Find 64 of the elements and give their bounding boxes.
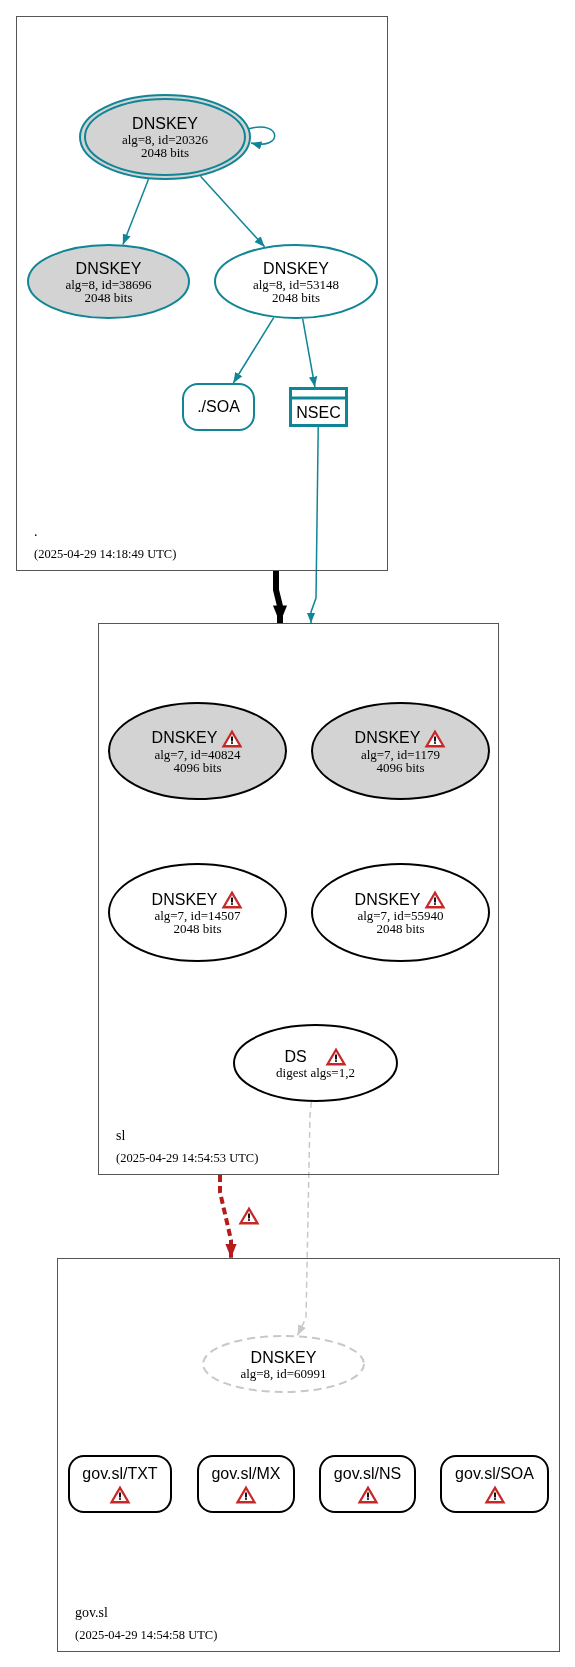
rrset-box [197, 1455, 295, 1513]
ds-ellipse [233, 1024, 398, 1102]
dnskey-ellipse [202, 1335, 365, 1393]
dnskey-ellipse [214, 244, 378, 319]
key-details: alg=7, id=14507 [154, 909, 241, 922]
key-details: 4096 bits [376, 760, 425, 774]
record-type: DNSKEY [151, 890, 218, 909]
record-type: DNSKEY [132, 115, 198, 133]
key-details: 2048 bits [271, 290, 320, 304]
arrow [122, 178, 150, 246]
key-details: alg=7, id=1179 [360, 747, 441, 761]
record-type: NSEC [296, 404, 341, 422]
arrow [199, 175, 266, 248]
zone-name: gov.sl [75, 1605, 109, 1621]
dnskey-ellipse [108, 702, 287, 800]
record-type: gov.sl/NS [333, 1464, 402, 1483]
record-type: gov.sl/SOA [455, 1464, 534, 1483]
zone-name: . [34, 524, 39, 540]
record-type: DNSKEY [354, 729, 421, 747]
key-details: alg=7, id=55940 [357, 909, 444, 922]
arrow [272, 571, 288, 623]
timestamp: (2025-04-29 14:18:49 UTC) [34, 547, 177, 561]
arrow [247, 126, 276, 149]
key-details: 4096 bits [173, 760, 222, 774]
dnskey-ellipse [27, 244, 190, 319]
key-details: 2048 bits [84, 290, 133, 304]
key-details: alg=8, id=20326 [121, 133, 209, 146]
key-details: 2048 bits [140, 146, 189, 159]
nsec-box [289, 387, 348, 427]
record-type: DNSKEY [354, 890, 421, 909]
record-type: ./SOA [197, 398, 240, 416]
rrset-box [440, 1455, 549, 1513]
record-type: DNSKEY [151, 729, 218, 747]
dashed-arrow [296, 1101, 313, 1337]
arrow [306, 426, 319, 624]
key-details: alg=8, id=53148 [252, 277, 340, 291]
zone-box [57, 1258, 560, 1652]
key-details: digest algs=1,2 [276, 1066, 355, 1079]
zone-box [98, 623, 499, 1175]
key-details: alg=7, id=40824 [154, 747, 241, 761]
timestamp: (2025-04-29 14:54:53 UTC) [116, 1151, 259, 1165]
key-details: alg=8, id=60991 [240, 1366, 327, 1380]
rrset-box [182, 383, 255, 431]
record-type: DS [284, 1047, 307, 1066]
record-type: gov.sl/TXT [82, 1464, 158, 1483]
record-type: DNSKEY [263, 259, 329, 278]
zone-box [16, 16, 388, 571]
dnskey-ellipse [311, 863, 490, 962]
dnskey-ellipse [108, 863, 287, 962]
rrset-box [68, 1455, 172, 1513]
key-details: alg=8, id=38696 [65, 277, 152, 291]
rrset-box [319, 1455, 416, 1513]
arrow [301, 318, 318, 388]
record-type: gov.sl/MX [211, 1464, 281, 1483]
zone-name: sl [116, 1128, 127, 1144]
trust-anchor-ellipse [79, 94, 251, 180]
record-type: DNSKEY [75, 259, 142, 278]
dashed-arrow [218, 1175, 237, 1258]
arrow [232, 316, 275, 384]
key-details: 2048 bits [376, 922, 425, 935]
key-details: 2048 bits [173, 922, 222, 935]
dnskey-ellipse [311, 702, 490, 800]
timestamp: (2025-04-29 14:54:58 UTC) [75, 1628, 218, 1642]
record-type: DNSKEY [250, 1348, 317, 1367]
